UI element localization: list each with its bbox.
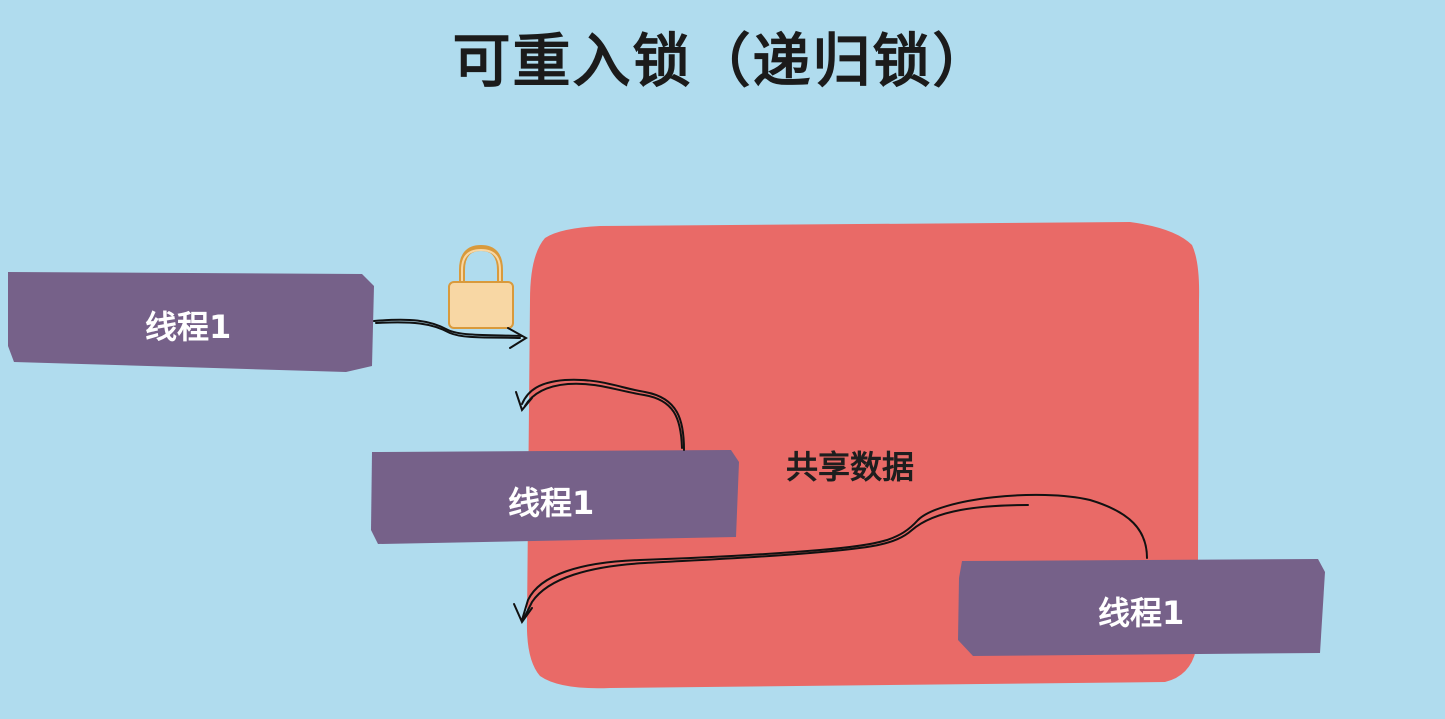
- arrow-reenter-2: [513, 493, 1148, 625]
- thread-label-1: 线程1: [145, 308, 232, 346]
- thread-box-3: [958, 559, 1325, 656]
- thread-label-2: 线程1: [508, 484, 595, 522]
- thread-box-1: [8, 272, 374, 372]
- thread-box-2: [371, 450, 739, 544]
- thread-label-3: 线程1: [1098, 594, 1185, 632]
- shared-data-label: 共享数据: [786, 448, 915, 486]
- padlock-icon: [448, 244, 514, 329]
- diagram-title: 可重入锁（递归锁）: [452, 27, 993, 95]
- arrow-reenter-1: [515, 378, 685, 451]
- arrow-acquire: [373, 318, 528, 349]
